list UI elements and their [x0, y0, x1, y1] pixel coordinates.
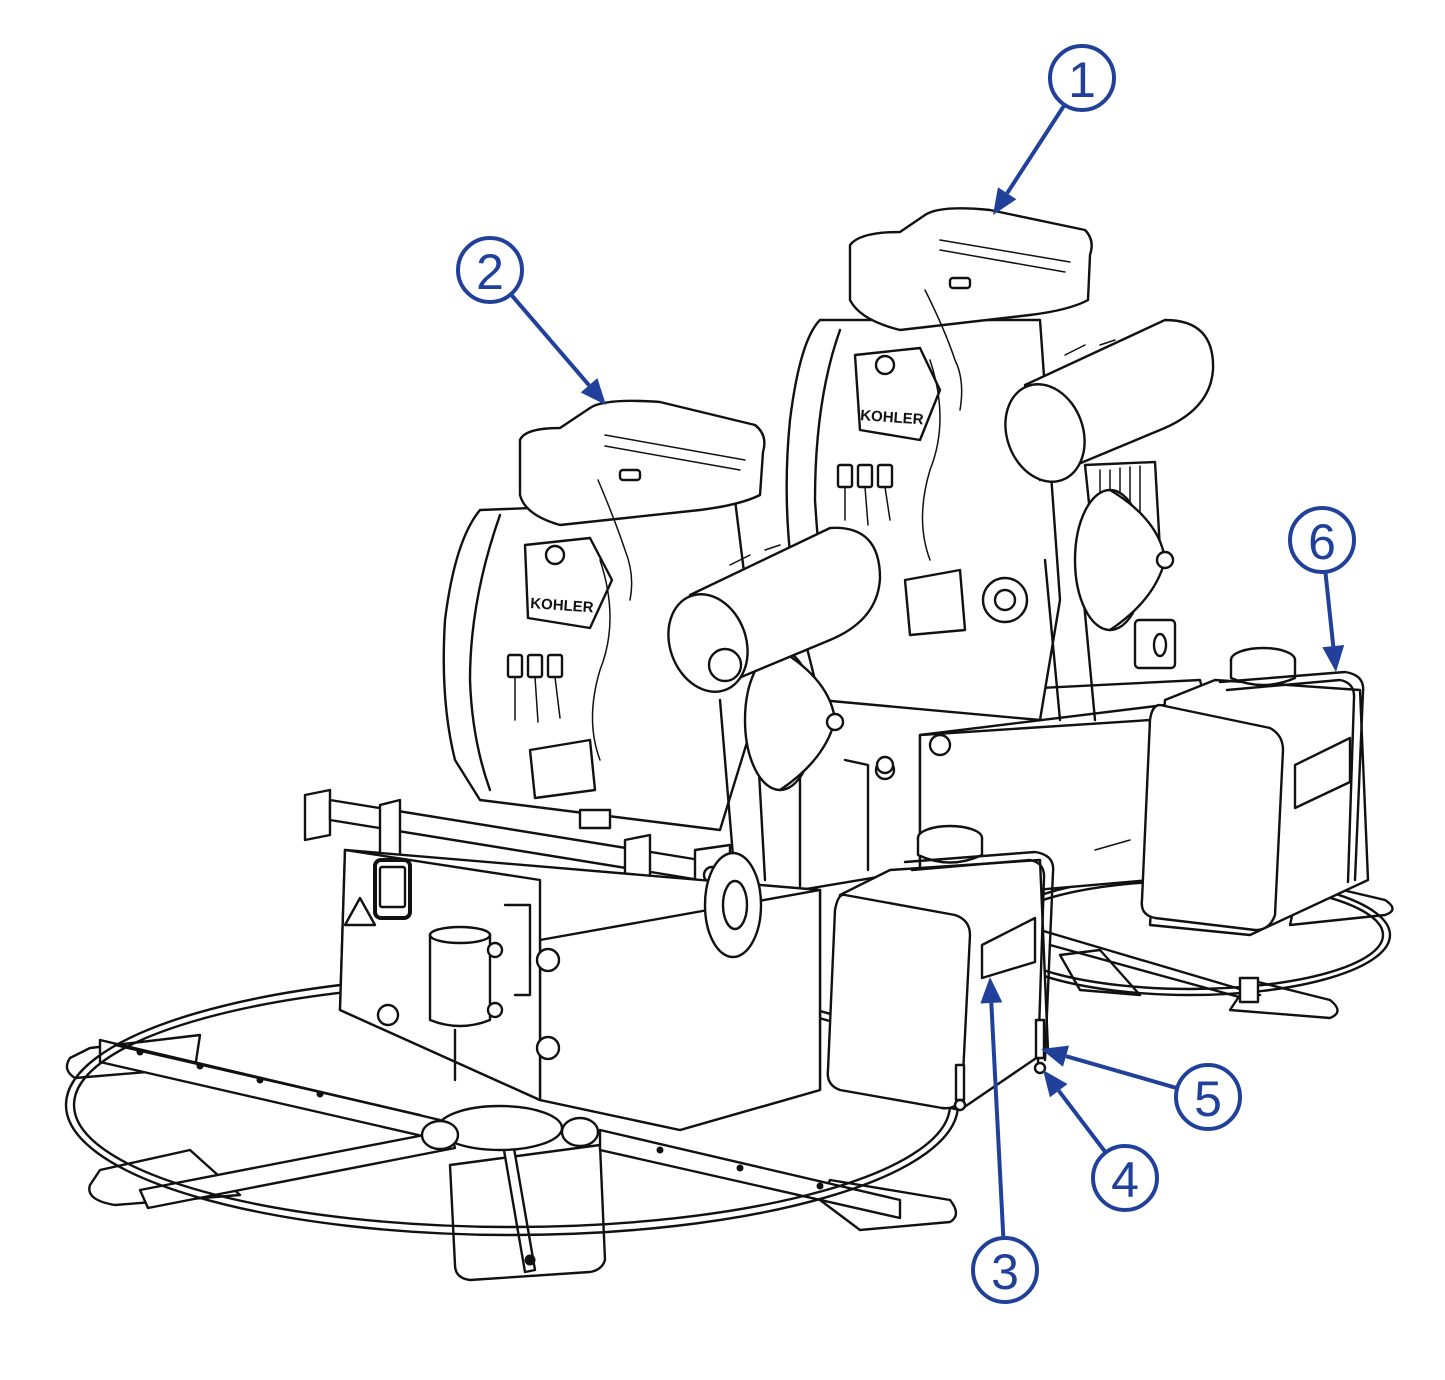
front-engine: KOHLER — [442, 399, 895, 959]
rear-engine: KOHLER — [785, 207, 1175, 722]
strap-rod — [1034, 1018, 1046, 1060]
callout-leader-line — [1005, 103, 1067, 195]
front-tank-strap — [903, 850, 1055, 1062]
rear-muffler — [1004, 318, 1215, 483]
callout-circle — [456, 236, 524, 304]
callout-3: 3 — [971, 977, 1039, 1304]
callout-circle — [1174, 1063, 1242, 1131]
callout-2: 2 — [456, 236, 606, 405]
front-tank-label — [980, 916, 1037, 980]
callout-circle — [1288, 506, 1356, 574]
callout-leader-line — [1323, 571, 1336, 647]
callout-6: 6 — [1288, 506, 1356, 672]
callout-1: 1 — [993, 44, 1116, 215]
callout-5: 5 — [1041, 1045, 1242, 1131]
rear-muffler-end — [1004, 383, 1086, 483]
callout-number: 4 — [1111, 1152, 1139, 1208]
front-tank-front-face — [826, 893, 972, 1110]
callout-circle — [971, 1236, 1039, 1304]
rear-tank-label — [1293, 736, 1352, 810]
callout-number: 2 — [476, 244, 504, 300]
rear-fuel-tank — [1140, 646, 1370, 937]
arrowhead-icon — [993, 187, 1017, 215]
callout-circle — [1091, 1144, 1159, 1212]
callout-leader-line — [989, 1002, 1006, 1239]
callout-4: 4 — [1043, 1070, 1159, 1212]
arrowhead-icon — [1322, 644, 1345, 672]
front-blade-center — [448, 1143, 607, 1282]
arrowhead-icon — [1041, 1045, 1070, 1067]
front-frame — [303, 788, 822, 1132]
rear-tank-front-face — [1140, 703, 1285, 932]
front-rotor-assembly — [64, 973, 960, 1282]
callout-leader-line — [509, 292, 591, 387]
fuel-filter — [428, 928, 492, 1028]
callout-number: 3 — [991, 1244, 1019, 1300]
arrowhead-icon — [980, 977, 1003, 1004]
warning-triangle-icon — [343, 896, 377, 927]
callout-number: 5 — [1194, 1071, 1222, 1127]
callout-leader-line — [1057, 1089, 1108, 1154]
rear-brand-label: KOHLER — [860, 407, 925, 428]
rear-tank-strap — [1218, 670, 1365, 882]
callout-number: 6 — [1308, 514, 1336, 570]
front-engine-top-cover — [518, 399, 766, 527]
callout-circle — [1048, 44, 1116, 112]
rear-control-housing — [853, 346, 942, 442]
callout-layer: 1 2 3 45 6 — [456, 44, 1356, 1304]
front-muffler — [667, 526, 882, 693]
callout-leader-line — [1065, 1054, 1178, 1091]
strap-nut — [1033, 1061, 1047, 1075]
arrowhead-icon — [1043, 1070, 1068, 1098]
rear-engine-top-cover — [848, 207, 1093, 332]
arrowhead-icon — [580, 378, 606, 405]
callout-number: 1 — [1068, 52, 1096, 108]
front-brand-label: KOHLER — [530, 595, 595, 616]
rear-rotor-assembly — [988, 873, 1394, 1020]
